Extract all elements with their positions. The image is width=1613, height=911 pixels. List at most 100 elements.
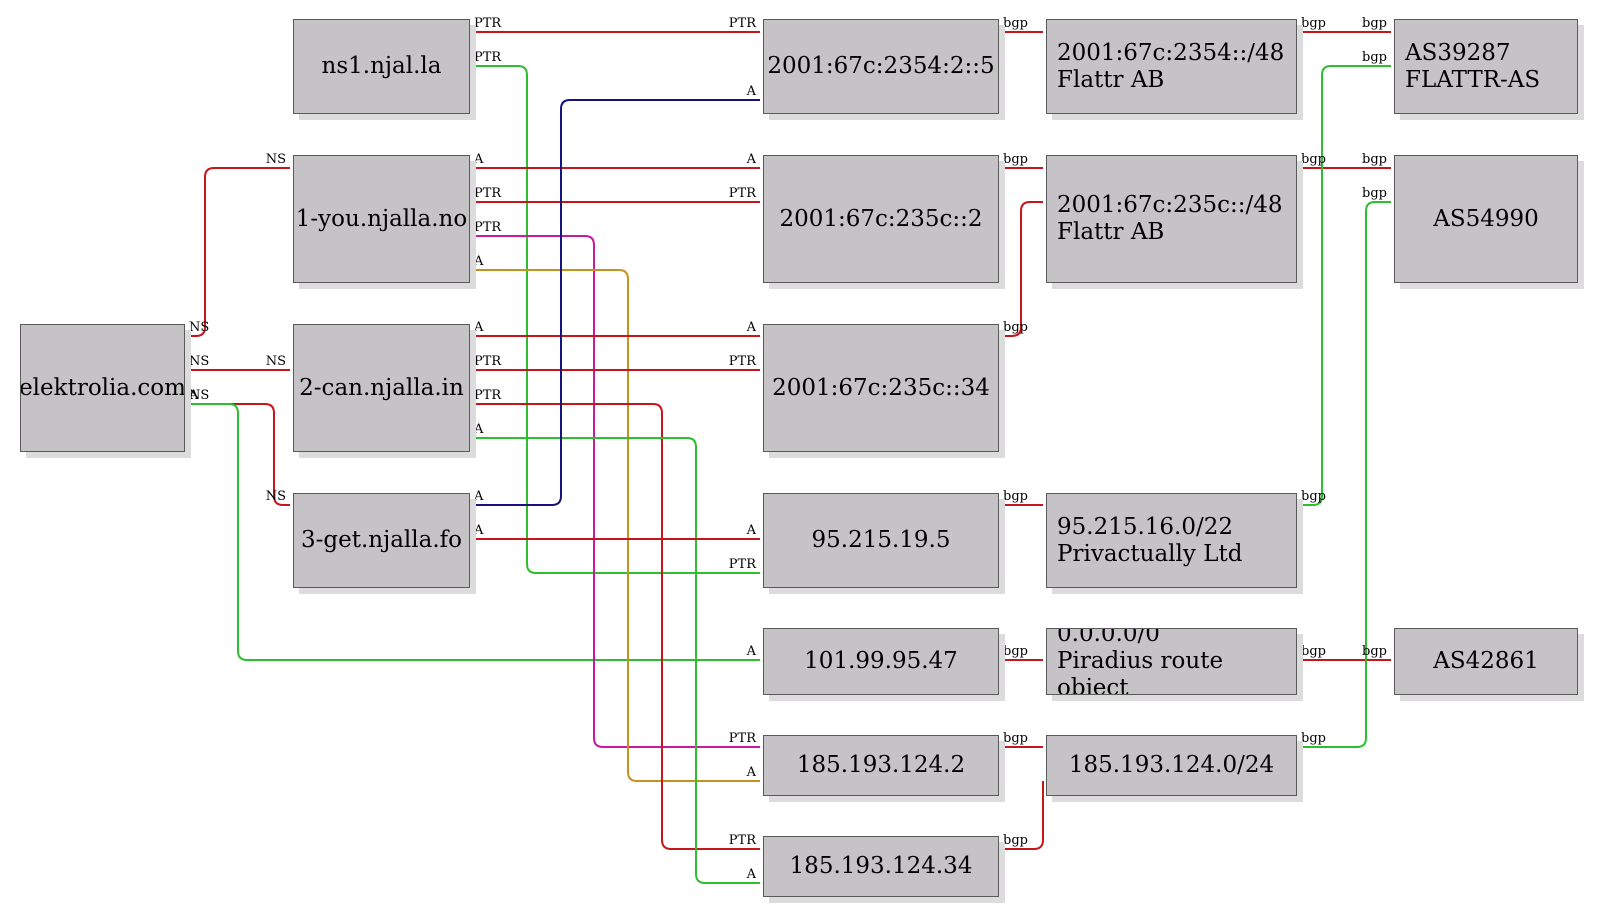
edge-label-to: A [746,523,757,538]
edge-label-from: bgp [1301,16,1326,31]
edge-label-to: PTR [729,833,757,848]
edge-label-to: A [746,320,757,335]
edge-label-from: bgp [1003,16,1028,31]
edge-you-to-ip185_2 [472,269,760,782]
node-net185[interactable]: 185.193.124.0/24 [1046,735,1297,796]
edge-label-from: bgp [1003,731,1028,746]
edge-label-from: PTR [474,16,502,31]
edge-label-from: bgp [1003,833,1028,848]
edge-label-from: PTR [474,354,502,369]
node-label: 2001:67c:2354:2::5 [767,53,995,79]
node-label: 185.193.124.2 [796,752,966,778]
node-label: 95.215.16.0/22 Privactually Ltd [1057,513,1243,567]
node-ip6_5[interactable]: 2001:67c:2354:2::5 [763,19,999,114]
edge-label-to: A [746,765,757,780]
edge-label-from: A [473,152,484,167]
node-label: AS39287 FLATTR-AS [1405,39,1541,93]
node-label: ns1.njal.la [321,53,442,79]
node-as54990[interactable]: AS54990 [1394,155,1578,283]
edge-label-from: NS [189,388,209,403]
node-label: 185.193.124.34 [789,853,973,879]
edge-label-from: NS [189,354,209,369]
node-label: 1-you.njalla.no [295,205,468,232]
node-ip6_2[interactable]: 2001:67c:235c::2 [763,155,999,283]
node-label: 101.99.95.47 [804,648,958,674]
node-net0[interactable]: 0.0.0.0/0 Piradius route object [1046,628,1297,695]
node-label: AS42861 [1433,648,1539,674]
edge-label-from: bgp [1003,152,1028,167]
edge-elektrolia-to-you [187,167,290,337]
node-label: 0.0.0.0/0 Piradius route object [1057,628,1224,695]
edge-label-from: bgp [1003,320,1028,335]
node-ip6_34[interactable]: 2001:67c:235c::34 [763,324,999,452]
node-net95[interactable]: 95.215.16.0/22 Privactually Ltd [1046,493,1297,588]
edge-label-to: A [746,867,757,882]
edge-get-to-ip6_5 [472,99,760,506]
node-net235c[interactable]: 2001:67c:235c::/48 Flattr AB [1046,155,1297,283]
edge-label-from: bgp [1301,731,1326,746]
node-label: 95.215.19.5 [811,527,951,553]
edge-label-from: bgp [1003,644,1028,659]
edge-label-from: bgp [1003,489,1028,504]
edge-label-to: NS [266,354,286,369]
edges-layer [187,31,1391,884]
edge-label-to: bgp [1362,50,1387,65]
edge-label-to: PTR [729,731,757,746]
edge-label-to: bgp [1362,152,1387,167]
edge-can-to-ip185_34 [472,437,760,884]
edge-label-from: PTR [474,388,502,403]
edge-ns1-to-ip95 [472,65,760,574]
edge-label-from: A [473,489,484,504]
edge-label-from: A [473,422,484,437]
edge-label-from: A [188,388,199,403]
edge-label-to: PTR [729,557,757,572]
edge-label-to: PTR [729,186,757,201]
node-label: 2001:67c:235c::34 [772,374,990,401]
node-label: AS54990 [1433,205,1539,232]
edge-label-from: bgp [1301,489,1326,504]
node-net2354[interactable]: 2001:67c:2354::/48 Flattr AB [1046,19,1297,114]
edge-can-to-ip185_34 [472,403,760,850]
edge-label-to: NS [266,489,286,504]
edge-label-from: bgp [1301,152,1326,167]
node-elektrolia[interactable]: elektrolia.com [20,324,185,452]
edge-label-from: PTR [474,50,502,65]
node-label: 2001:67c:235c::2 [779,205,983,232]
edge-label-from: PTR [474,186,502,201]
node-ns1[interactable]: ns1.njal.la [293,19,470,114]
node-label: 185.193.124.0/24 [1068,752,1275,778]
node-label: 3-get.njalla.fo [300,527,463,553]
edge-ip185_34-to-net185 [1001,781,1044,850]
node-ip185_34[interactable]: 185.193.124.34 [763,836,999,897]
edge-label-from: PTR [474,220,502,235]
node-ip185_2[interactable]: 185.193.124.2 [763,735,999,796]
node-label: 2001:67c:2354::/48 Flattr AB [1057,39,1285,93]
node-can[interactable]: 2-can.njalla.in [293,324,470,452]
node-ip101[interactable]: 101.99.95.47 [763,628,999,695]
node-as42861[interactable]: AS42861 [1394,628,1578,695]
node-as39287[interactable]: AS39287 FLATTR-AS [1394,19,1578,114]
node-label: 2-can.njalla.in [299,374,464,401]
edge-label-to: bgp [1362,16,1387,31]
node-ip95[interactable]: 95.215.19.5 [763,493,999,588]
edge-elektrolia-to-get [187,403,290,506]
node-get[interactable]: 3-get.njalla.fo [293,493,470,588]
edge-label-from: A [473,320,484,335]
edge-you-to-ip185_2 [472,235,760,748]
edge-label-to: NS [266,152,286,167]
edge-label-from: A [473,523,484,538]
edge-label-to: bgp [1362,186,1387,201]
edge-label-to: PTR [729,354,757,369]
edge-elektrolia-to-ip101 [187,403,760,661]
node-label: elektrolia.com [20,374,185,401]
edge-label-to: PTR [729,16,757,31]
edge-label-to: bgp [1362,644,1387,659]
edge-label-from: bgp [1301,644,1326,659]
edge-label-from: A [473,254,484,269]
node-label: 2001:67c:235c::/48 Flattr AB [1057,192,1283,245]
node-you[interactable]: 1-you.njalla.no [293,155,470,283]
edge-net95-to-as39287 [1299,65,1391,506]
edge-label-to: A [746,84,757,99]
